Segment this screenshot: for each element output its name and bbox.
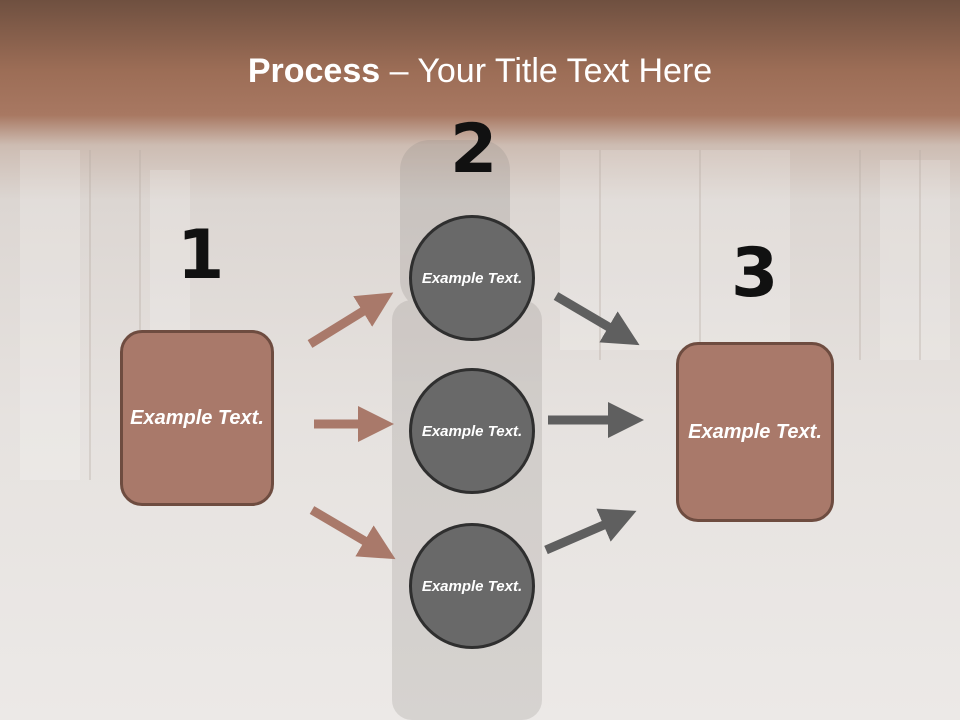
circle-bottom-text: Example Text.	[421, 577, 523, 595]
step-1-text: Example Text.	[130, 406, 264, 429]
arrow-from-top-circle	[553, 292, 640, 346]
step-2-circle-bottom: Example Text.	[409, 523, 535, 649]
title-bold: Process	[247, 52, 381, 90]
circle-middle-text: Example Text.	[421, 422, 523, 440]
step-1-box: Example Text.	[120, 330, 274, 506]
title-rest: – Your Title Text Here	[380, 52, 713, 90]
step-2-circle-top: Example Text.	[409, 215, 535, 341]
step-3-box: Example Text.	[676, 342, 834, 522]
step-number-3: 3	[731, 234, 779, 313]
slide-title: Process – Your Title Text Here	[0, 52, 960, 91]
step-number-1: 1	[177, 216, 225, 295]
step-2-circle-middle: Example Text.	[409, 368, 535, 494]
arrow-from-bottom-circle	[544, 508, 637, 555]
circle-top-text: Example Text.	[421, 269, 523, 287]
step-number-2: 2	[450, 110, 498, 189]
arrow-to-bottom-circle	[309, 506, 396, 560]
step-3-text: Example Text.	[688, 420, 822, 443]
arrow-to-top-circle	[307, 292, 394, 348]
